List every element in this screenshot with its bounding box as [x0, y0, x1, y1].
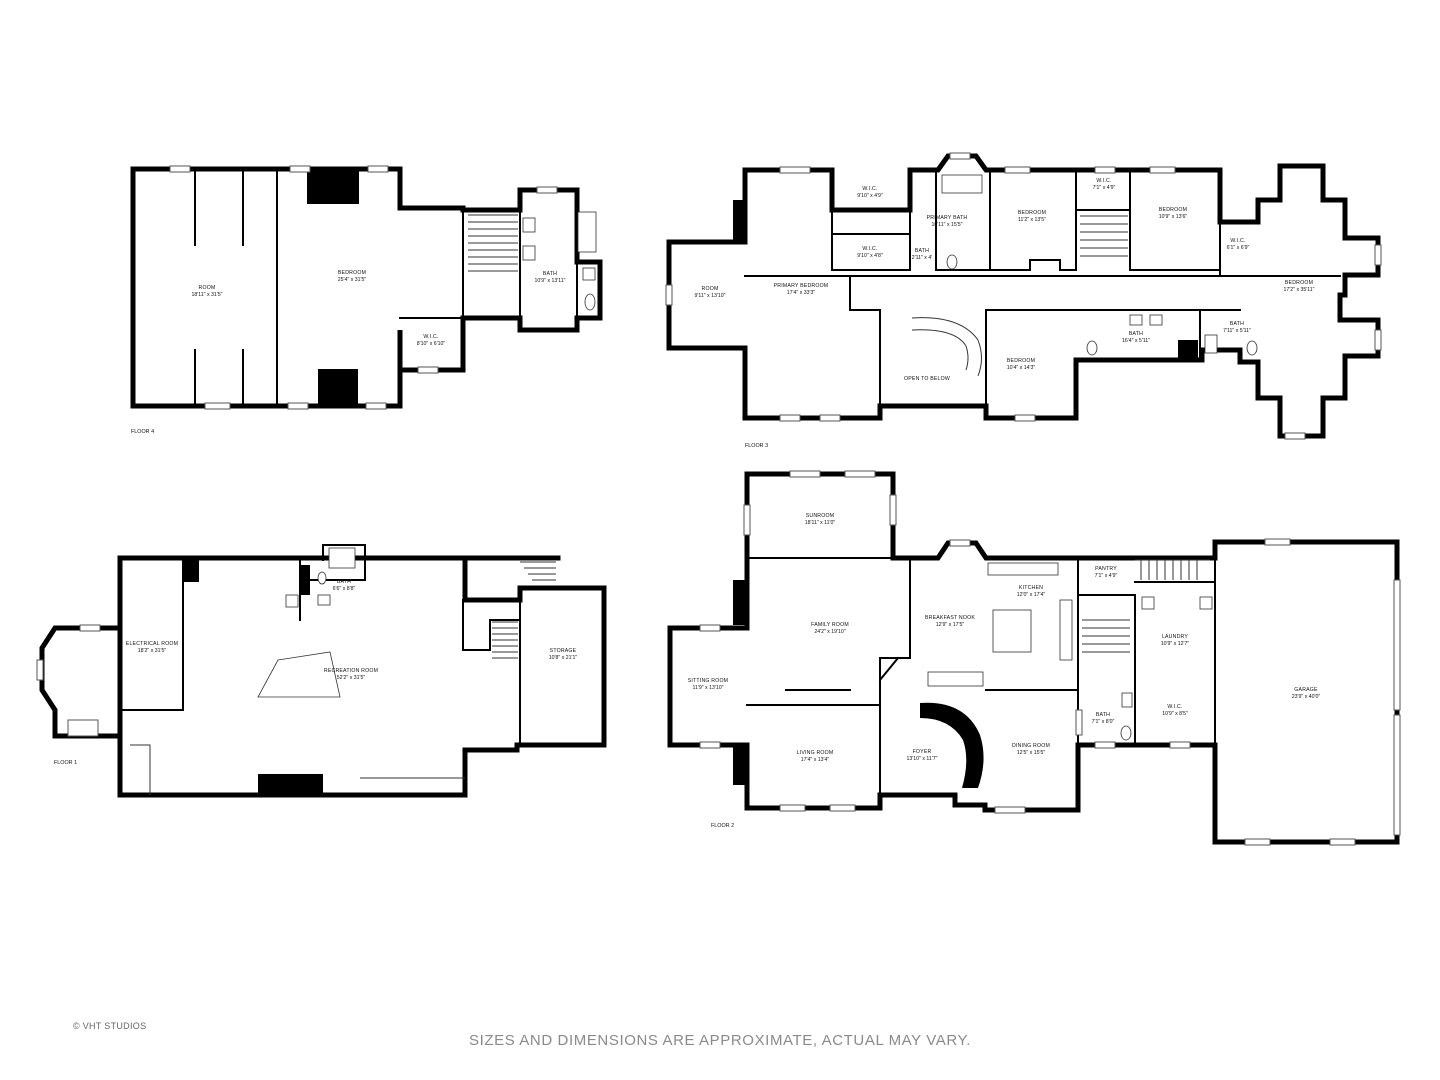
floor2-family-dim: 24'2" x 19'10" [814, 629, 845, 635]
floor2-sitting-name: SITTING ROOM [688, 678, 728, 684]
floor3-wic4-name: W.I.C. [1230, 238, 1245, 244]
floor3-open-to-below: OPEN TO BELOW [904, 376, 950, 382]
floor3-primary-bedroom-name: PRIMARY BEDROOM [774, 283, 829, 289]
floor-4-plan: FLOOR 4 ROOM 18'11" x 31'5" BEDROOM 25'4… [130, 165, 603, 435]
floor-1-plan: FLOOR 1 ELECTRICAL ROOM 18'2" x 31'5" BA… [36, 544, 607, 798]
floor-1-label: FLOOR 1 [54, 760, 77, 766]
floor2-pantry-dim: 7'1" x 4'9" [1095, 573, 1118, 579]
floor3-bedroom4-dim: 10'4" x 14'3" [1007, 365, 1036, 371]
floor1-recreation-dim: 52'2" x 31'5" [337, 675, 366, 681]
floor3-wic3-dim: 7'1" x 4'9" [1093, 185, 1116, 191]
floor3-bath2-name: BATH [1129, 331, 1143, 337]
floor2-breakfast-dim: 12'9" x 17'5" [936, 622, 965, 628]
floor3-bedroom1-name: BEDROOM [1018, 210, 1046, 216]
floor2-family-name: FAMILY ROOM [811, 622, 849, 628]
floor-2-plan: FLOOR 2 SUNROOM 18'11" x 11'0" FAMILY RO… [667, 470, 1401, 846]
floor3-bedroom3-dim: 17'2" x 35'11" [1284, 287, 1315, 293]
floor2-garage-name: GARAGE [1294, 687, 1318, 693]
floor3-small-bath-dim: 2'11" x 4' [912, 255, 932, 261]
floor3-bedroom4-name: BEDROOM [1007, 358, 1035, 364]
floor-2-label: FLOOR 2 [711, 823, 734, 829]
floor2-dining-dim: 12'5" x 15'5" [1017, 750, 1046, 756]
floor2-bath-dim: 7'1" x 8'0" [1092, 719, 1115, 725]
floor1-bath-dim: 6'6" x 8'8" [333, 586, 356, 592]
floor-3-plan: FLOOR 3 ROOM 9'11" x 13'10" PRIMARY BEDR… [665, 152, 1382, 449]
floor4-wic-name: W.I.C. [423, 334, 438, 340]
floor-3-label: FLOOR 3 [745, 443, 768, 449]
floor1-electrical-dim: 18'2" x 31'5" [138, 648, 167, 654]
floor3-bedroom2-name: BEDROOM [1159, 207, 1187, 213]
floor2-kitchen-dim: 12'0" x 17'4" [1017, 592, 1046, 598]
floor2-sunroom-dim: 18'11" x 11'0" [805, 520, 836, 526]
floor2-sunroom-name: SUNROOM [806, 513, 835, 519]
floor4-room-dim: 18'11" x 31'5" [192, 292, 223, 298]
floor2-kitchen-name: KITCHEN [1019, 585, 1043, 591]
floor3-bedroom1-dim: 11'2" x 13'5" [1018, 217, 1046, 223]
floor3-primary-bath-dim: 10'11" x 15'5" [932, 222, 963, 228]
floor2-pantry-name: PANTRY [1095, 566, 1117, 572]
floor4-wic-dim: 8'10" x 6'10" [417, 341, 446, 347]
floor2-laundry-name: LAUNDRY [1162, 634, 1188, 640]
floor4-bath-dim: 10'9" x 13'11" [535, 278, 566, 284]
floor3-bath2-dim: 16'4" x 5'11" [1122, 338, 1150, 344]
floor1-recreation-name: RECREATION ROOM [324, 668, 378, 674]
floor2-breakfast-name: BREAKFAST NOOK [925, 615, 975, 621]
floor4-bedroom-dim: 25'4" x 31'5" [338, 277, 367, 283]
floor2-bath-name: BATH [1096, 712, 1110, 718]
floor3-wic3-name: W.I.C. [1096, 178, 1111, 184]
floor1-bath-name: BATH [337, 579, 351, 585]
floor4-bedroom-name: BEDROOM [338, 270, 366, 276]
disclaimer-text: SIZES AND DIMENSIONS ARE APPROXIMATE, AC… [469, 1032, 971, 1049]
floor3-wic4-dim: 6'1" x 6'9" [1227, 245, 1250, 251]
floor3-small-bath-name: BATH [915, 248, 929, 254]
floor2-dining-name: DINING ROOM [1012, 743, 1050, 749]
floor3-room-name: ROOM [702, 286, 719, 292]
floor3-primary-bath-name: PRIMARY BATH [927, 215, 968, 221]
floor2-wic-dim: 10'9" x 8'5" [1162, 711, 1188, 717]
floor2-living-name: LIVING ROOM [797, 750, 834, 756]
floor1-storage-dim: 10'8" x 21'1" [549, 655, 578, 661]
floor2-sitting-dim: 11'9" x 13'10" [693, 685, 724, 691]
copyright-notice: © VHT STUDIOS [73, 1021, 147, 1031]
floor2-laundry-dim: 10'9" x 12'7" [1161, 641, 1190, 647]
floor3-primary-bedroom-dim: 17'4" x 33'3" [787, 290, 816, 296]
floor2-garage-dim: 23'9" x 40'0" [1292, 694, 1321, 700]
floor3-wic2-dim: 9'10" x 4'8" [857, 253, 883, 259]
floor3-wic1-dim: 9'10" x 4'9" [857, 193, 883, 199]
floor2-foyer-name: FOYER [913, 749, 932, 755]
floor3-bedroom2-dim: 10'9" x 13'6" [1159, 214, 1188, 220]
floor3-wic1-name: W.I.C. [862, 186, 877, 192]
floor2-foyer-dim: 13'10" x 11'7" [907, 756, 938, 762]
floor3-bath3-dim: 7'11" x 5'11" [1223, 328, 1251, 334]
floor2-living-dim: 17'4" x 13'4" [801, 757, 830, 763]
floor4-bath-name: BATH [543, 271, 557, 277]
floor1-storage-name: STORAGE [550, 648, 577, 654]
floor3-wic2-name: W.I.C. [862, 246, 877, 252]
floor2-wic-name: W.I.C. [1167, 704, 1182, 710]
floor3-bedroom3-name: BEDROOM [1285, 280, 1313, 286]
floor3-bath3-name: BATH [1230, 321, 1244, 327]
floor-4-label: FLOOR 4 [131, 429, 154, 435]
floor3-room-dim: 9'11" x 13'10" [695, 293, 726, 299]
floor4-room-name: ROOM [199, 285, 216, 291]
floor1-electrical-name: ELECTRICAL ROOM [126, 641, 178, 647]
